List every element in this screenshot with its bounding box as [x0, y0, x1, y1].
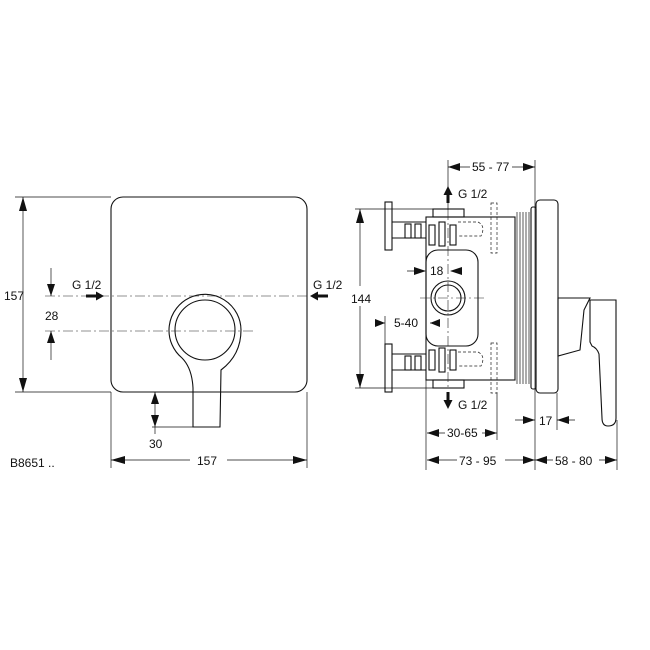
outlet-bottom-label: G 1/2 [458, 398, 488, 412]
outlet-top-label: G 1/2 [458, 187, 488, 201]
height-side-label: 144 [351, 292, 371, 306]
cover-plate-side [535, 199, 559, 394]
arrow-right-icon [86, 291, 104, 301]
depth-top-label: 55 - 77 [472, 160, 510, 174]
spindle-label: 18 [430, 264, 444, 278]
top-nut [432, 208, 465, 218]
flange-top [384, 201, 393, 251]
range-73-95-label: 73 - 95 [459, 454, 497, 468]
handle-ring [168, 293, 242, 428]
offset-label: 28 [45, 309, 59, 323]
width-label: 157 [197, 454, 217, 468]
inlet-right-label: G 1/2 [313, 278, 343, 292]
handle-ring-inner [174, 299, 236, 361]
lever-side [589, 299, 617, 427]
bottom-nut [432, 379, 465, 389]
thread [516, 212, 530, 384]
range-58-80-label: 58 - 80 [555, 454, 593, 468]
plate-depth-label: 17 [539, 414, 553, 428]
front-view: 157 G 1/2 G 1/2 28 30 157 B8651 .. [4, 196, 343, 470]
arrow-up-icon [443, 186, 453, 203]
height-label: 157 [4, 289, 24, 303]
arrow-left-icon [310, 291, 328, 301]
cover-plate [110, 196, 308, 393]
range-30-65-label: 30-65 [447, 426, 478, 440]
range-5-40-label: 5-40 [394, 316, 418, 330]
handle-projection-label: 30 [149, 437, 163, 451]
arrow-down-icon [443, 392, 453, 409]
handle-base [557, 297, 591, 357]
flange-bottom [384, 343, 393, 393]
model-code: B8651 .. [10, 456, 55, 470]
side-view: 55 - 77 G 1/2 G 1/2 144 18 5-40 30-65 17… [351, 160, 618, 470]
inlet-left-label: G 1/2 [72, 278, 102, 292]
